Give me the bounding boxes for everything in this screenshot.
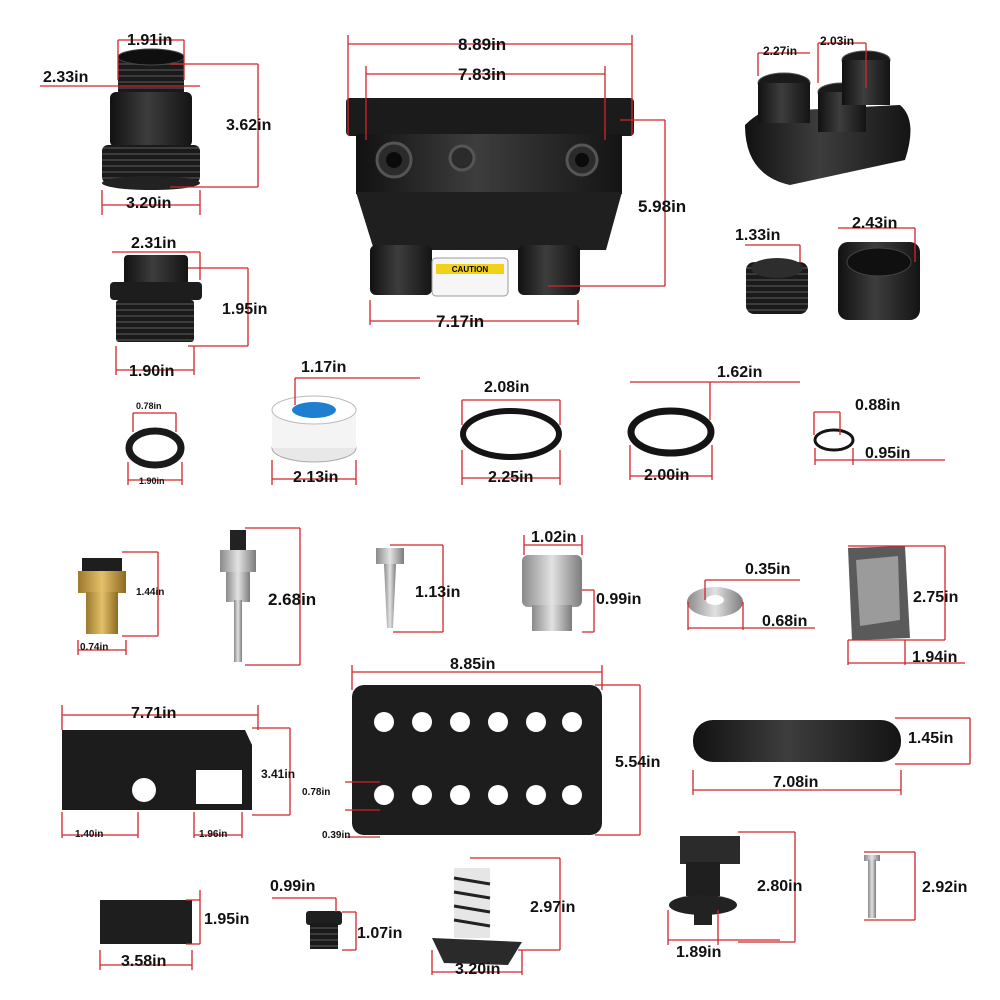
dimension-label: 1.13in — [415, 584, 461, 601]
threaded-plug — [746, 258, 808, 314]
dimension-label: 3.20in — [455, 961, 501, 978]
three-port-manifold — [745, 50, 911, 185]
rubber-handle — [693, 720, 901, 762]
dimension-label: 1.02in — [531, 529, 577, 546]
dimension-label: 2.13in — [293, 469, 339, 486]
dimension-label: 1.89in — [676, 944, 722, 961]
dimension-label: 2.25in — [488, 469, 534, 486]
dimension-label: 0.95in — [865, 445, 911, 462]
dimension-label: 0.74in — [80, 642, 109, 653]
pin-bolt — [864, 855, 880, 918]
dimension-label: 1.07in — [357, 925, 403, 942]
gasket-plate — [352, 685, 602, 835]
pressure-switch — [669, 836, 740, 925]
dimension-label: 2.75in — [913, 589, 959, 606]
dimension-label: 3.58in — [121, 953, 167, 970]
dimension-label: 2.80in — [757, 878, 803, 895]
dimension-label: 3.20in — [126, 195, 172, 212]
dimension-label: 1.95in — [222, 301, 268, 318]
dimension-label: 1.62in — [717, 364, 763, 381]
dimension-label: 7.17in — [436, 312, 485, 331]
threaded-cap — [838, 242, 920, 320]
dimension-label: 2.03in — [820, 34, 855, 48]
dimension-label: 1.96in — [199, 829, 228, 840]
drain-plug — [522, 555, 582, 631]
dimension-label: 1.44in — [136, 587, 165, 598]
mounting-bracket — [62, 730, 252, 810]
temperature-probe — [220, 530, 256, 662]
manifold-housing — [346, 98, 634, 297]
small-o-ring — [125, 427, 185, 469]
dimension-label: 0.39in — [322, 830, 351, 841]
dimension-label: 2.68in — [268, 590, 317, 609]
dimension-label: 2.08in — [484, 379, 530, 396]
dimension-label: 7.71in — [131, 705, 177, 722]
dimension-label: 2.27in — [763, 44, 798, 58]
dimension-label: 0.78in — [136, 401, 162, 411]
dimension-label: 7.83in — [458, 65, 507, 84]
thread-seal-tape — [271, 395, 357, 463]
dimension-label: 0.78in — [302, 787, 331, 798]
dimension-label: 1.90in — [139, 476, 165, 486]
small-plug — [306, 911, 342, 949]
check-valve-cap — [110, 255, 202, 342]
medium-o-ring — [627, 407, 715, 457]
dimension-label: 3.62in — [226, 117, 272, 134]
dimension-label: 8.89in — [458, 35, 507, 54]
dimension-label: 0.99in — [270, 878, 316, 895]
large-o-ring — [460, 408, 562, 460]
dimension-label: 0.99in — [596, 591, 642, 608]
dimension-label: 8.85in — [450, 656, 496, 673]
dimension-label: 1.94in — [912, 649, 958, 666]
dimension-lines — [40, 35, 971, 975]
spring-valve — [432, 868, 522, 965]
brass-sensor — [78, 558, 126, 634]
threaded-union-adapter — [102, 48, 200, 190]
dimension-label: 2.92in — [922, 879, 968, 896]
slide-clip — [100, 900, 192, 944]
dimension-label: 0.35in — [745, 561, 791, 578]
dimension-label: 3.41in — [261, 767, 296, 781]
dimension-label: 0.88in — [855, 397, 901, 414]
dimension-label: 2.43in — [852, 215, 898, 232]
dimension-label: 1.90in — [129, 363, 175, 380]
dimension-label: 2.31in — [131, 235, 177, 252]
dimension-label: 1.45in — [908, 730, 954, 747]
caution-label: CAUTION — [452, 265, 489, 274]
dimension-label: 1.95in — [204, 911, 250, 928]
dimension-label: 5.54in — [615, 754, 661, 771]
grease-packet — [848, 546, 910, 640]
dimension-label: 1.33in — [735, 227, 781, 244]
dimension-label: 1.17in — [301, 359, 347, 376]
dimension-label: 7.08in — [773, 774, 819, 791]
thin-o-ring — [813, 428, 855, 452]
dimension-label: 0.68in — [762, 613, 808, 630]
dimension-label: 2.00in — [644, 467, 690, 484]
dimension-label: 1.91in — [127, 32, 173, 49]
dimension-label: 5.98in — [638, 197, 687, 216]
dimension-label: 1.40in — [75, 829, 104, 840]
dimension-label: 2.33in — [43, 69, 89, 86]
flat-washer — [687, 587, 743, 617]
dimension-label: 2.97in — [530, 899, 576, 916]
hex-screw — [376, 548, 404, 628]
